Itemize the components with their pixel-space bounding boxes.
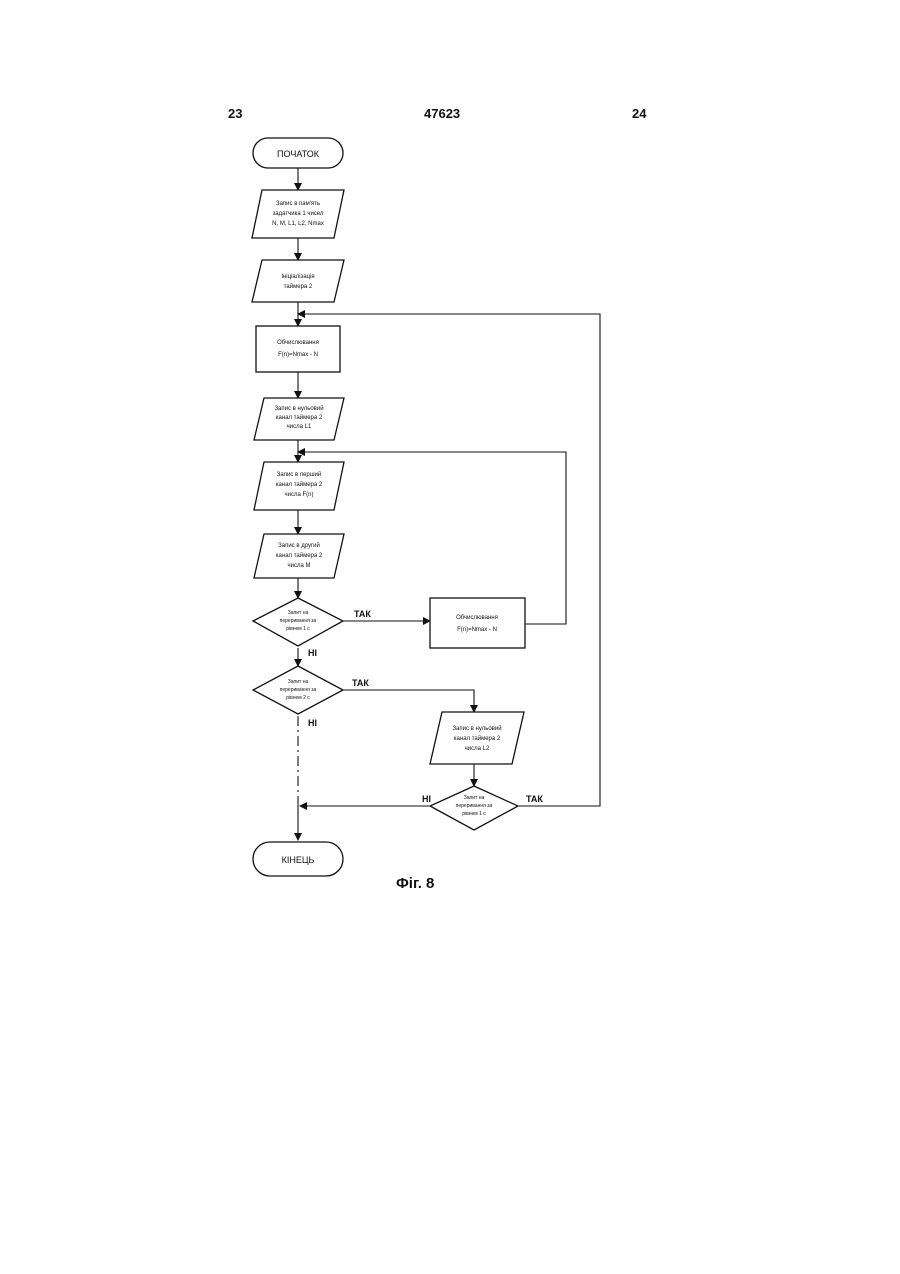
svg-text:N, M, L1, L2, Nmax: N, M, L1, L2, Nmax (272, 221, 324, 227)
start-terminal: ПОЧАТОК (253, 138, 343, 168)
svg-text:канал таймера 2: канал таймера 2 (276, 414, 323, 421)
svg-text:задатчика 1 чисел: задатчика 1 чисел (273, 211, 324, 217)
svg-text:Запис в перший: Запис в перший (277, 471, 322, 478)
svg-text:Запис в другий: Запис в другий (278, 542, 320, 549)
svg-text:числа L1: числа L1 (287, 424, 312, 430)
svg-text:канал таймера 2: канал таймера 2 (276, 481, 323, 488)
svg-text:таймера 2: таймера 2 (284, 283, 313, 290)
svg-text:Обчислювання: Обчислювання (456, 615, 498, 621)
block-compute-f-loop: Обчислювання F(n)=Nmax - N (430, 598, 525, 648)
svg-text:Запит на: Запит на (464, 795, 485, 801)
label-no-d1: НІ (308, 648, 317, 658)
svg-text:Запис в нульовий: Запис в нульовий (452, 725, 501, 732)
svg-text:канал таймера 2: канал таймера 2 (454, 735, 501, 742)
svg-text:F(n)=Nmax - N: F(n)=Nmax - N (278, 352, 318, 358)
block-write-channel0-l2: Запис в нульовий канал таймера 2 числа L… (430, 712, 524, 764)
label-no-d2: НІ (308, 718, 317, 728)
svg-text:рівнем 1 с: рівнем 1 с (286, 626, 310, 632)
svg-text:Запис в пам'ять: Запис в пам'ять (276, 201, 320, 207)
svg-text:числа M: числа M (288, 563, 311, 569)
label-yes-d1: ТАК (354, 609, 371, 619)
figure-caption: Фіг. 8 (396, 875, 434, 892)
svg-text:переривання за: переривання за (280, 687, 317, 693)
decision-interrupt-level1: Запит на переривання за рівнем 1 с (253, 598, 343, 646)
block-write-channel0-l1: Запис в нульовий канал таймера 2 числа L… (254, 398, 344, 440)
svg-text:Запит на: Запит на (288, 610, 309, 616)
svg-text:Запит на: Запит на (288, 679, 309, 685)
svg-text:переривання за: переривання за (280, 618, 317, 624)
svg-text:числа L2: числа L2 (465, 746, 490, 752)
svg-text:рівнем 1 с: рівнем 1 с (462, 811, 486, 817)
svg-text:рівнем 2 с: рівнем 2 с (286, 695, 310, 701)
decision-interrupt-level1-second: Запит на переривання за рівнем 1 с (430, 786, 518, 830)
svg-text:F(n)=Nmax - N: F(n)=Nmax - N (457, 627, 497, 633)
block-write-channel1-fn: Запис в перший канал таймера 2 числа F(n… (254, 462, 344, 510)
end-terminal: КІНЕЦЬ (253, 842, 343, 876)
svg-text:Запис в нульовий: Запис в нульовий (274, 405, 323, 412)
svg-text:Обчислювання: Обчислювання (277, 340, 319, 346)
label-no-d3: НІ (422, 794, 431, 804)
label-yes-d3: ТАК (526, 794, 543, 804)
svg-text:числа F(n): числа F(n) (285, 492, 314, 498)
svg-text:ПОЧАТОК: ПОЧАТОК (277, 149, 320, 159)
decision-interrupt-level2: Запит на переривання за рівнем 2 с (253, 666, 343, 714)
svg-text:переривання за: переривання за (456, 803, 493, 809)
svg-text:Ініціалізація: Ініціалізація (281, 274, 314, 280)
svg-text:канал таймера 2: канал таймера 2 (276, 552, 323, 559)
block-init-timer: Ініціалізація таймера 2 (252, 260, 344, 302)
block-store-constants: Запис в пам'ять задатчика 1 чисел N, M, … (252, 190, 344, 238)
svg-text:КІНЕЦЬ: КІНЕЦЬ (282, 855, 315, 865)
label-yes-d2: ТАК (352, 678, 369, 688)
block-compute-f: Обчислювання F(n)=Nmax - N (256, 326, 340, 372)
block-write-channel2-m: Запис в другий канал таймера 2 числа M (254, 534, 344, 578)
